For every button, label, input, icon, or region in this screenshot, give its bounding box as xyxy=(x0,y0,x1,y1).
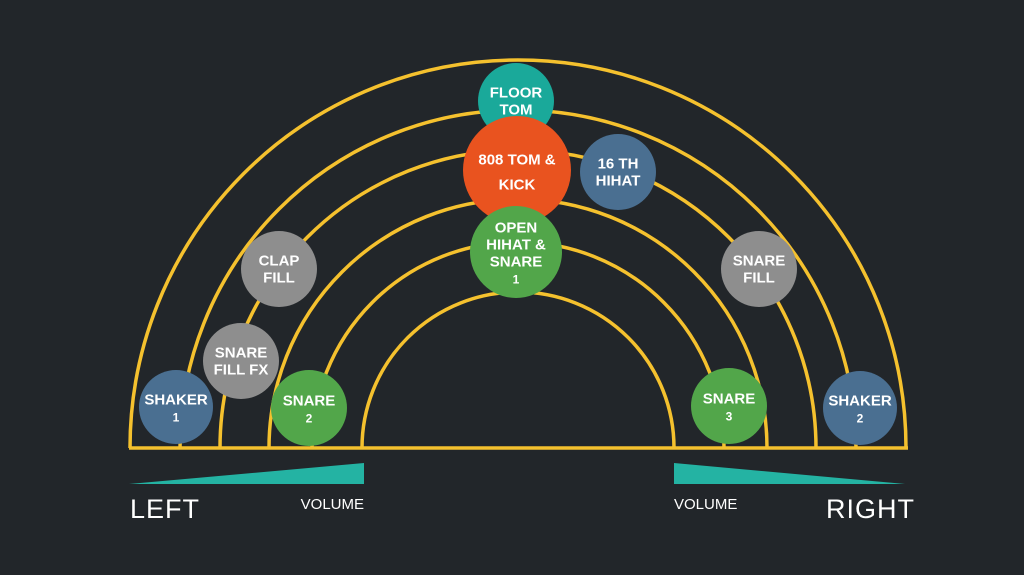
node-label-line: 808 TOM & xyxy=(478,152,555,169)
left-label: LEFT xyxy=(130,494,200,524)
node-shaker-1: SHAKER 1 xyxy=(139,370,213,444)
node-number: 1 xyxy=(513,272,520,286)
node-label-line: SNARE xyxy=(733,252,786,269)
arc-1 xyxy=(360,290,676,449)
node-label-line: FILL xyxy=(743,269,775,286)
right-volume-label: VOLUME xyxy=(674,496,737,513)
node-label-line: HIHAT xyxy=(596,172,641,189)
node-label-line: SNARE xyxy=(490,253,543,270)
node-label-line: OPEN xyxy=(495,219,538,236)
node-snare-2: SNARE 2 xyxy=(271,370,347,446)
node-circle xyxy=(470,206,562,298)
node-circle xyxy=(580,134,656,210)
node-label-line: FLOOR xyxy=(490,84,543,101)
node-circle xyxy=(241,231,317,307)
node-label-line: SNARE xyxy=(703,390,756,407)
node-number: 3 xyxy=(726,409,733,423)
node-label-line: TOM xyxy=(499,101,532,118)
arc-6 xyxy=(128,58,908,449)
node-label-line: SNARE xyxy=(283,392,336,409)
node-808-tom-kick: 808 TOM & KICK xyxy=(463,116,571,224)
left-volume-label: VOLUME xyxy=(301,496,364,513)
node-number: 2 xyxy=(857,411,864,425)
node-label-line: HIHAT & xyxy=(486,236,546,253)
node-circle xyxy=(823,371,897,445)
node-snare-3: SNARE 3 xyxy=(691,368,767,444)
left-volume-ramp xyxy=(129,463,364,484)
node-label-line: CLAP xyxy=(259,252,300,269)
right-volume-ramp xyxy=(674,463,905,484)
node-label-line: FILL xyxy=(263,269,295,286)
node-label-line: SNARE xyxy=(215,344,268,361)
node-label-line: SHAKER xyxy=(828,392,892,409)
node-circle xyxy=(203,323,279,399)
node-circle xyxy=(271,370,347,446)
node-circle xyxy=(721,231,797,307)
node-label-line: SHAKER xyxy=(144,391,208,408)
node-circle xyxy=(139,370,213,444)
node-circle xyxy=(691,368,767,444)
node-label-line: KICK xyxy=(499,177,536,194)
right-label: RIGHT xyxy=(826,494,915,524)
node-label-line: FILL FX xyxy=(214,361,269,378)
node-label-line: 16 TH xyxy=(598,155,639,172)
node-shaker-2: SHAKER 2 xyxy=(823,371,897,445)
node-number: 2 xyxy=(306,411,313,425)
node-number: 1 xyxy=(173,410,180,424)
node-circle xyxy=(463,116,571,224)
